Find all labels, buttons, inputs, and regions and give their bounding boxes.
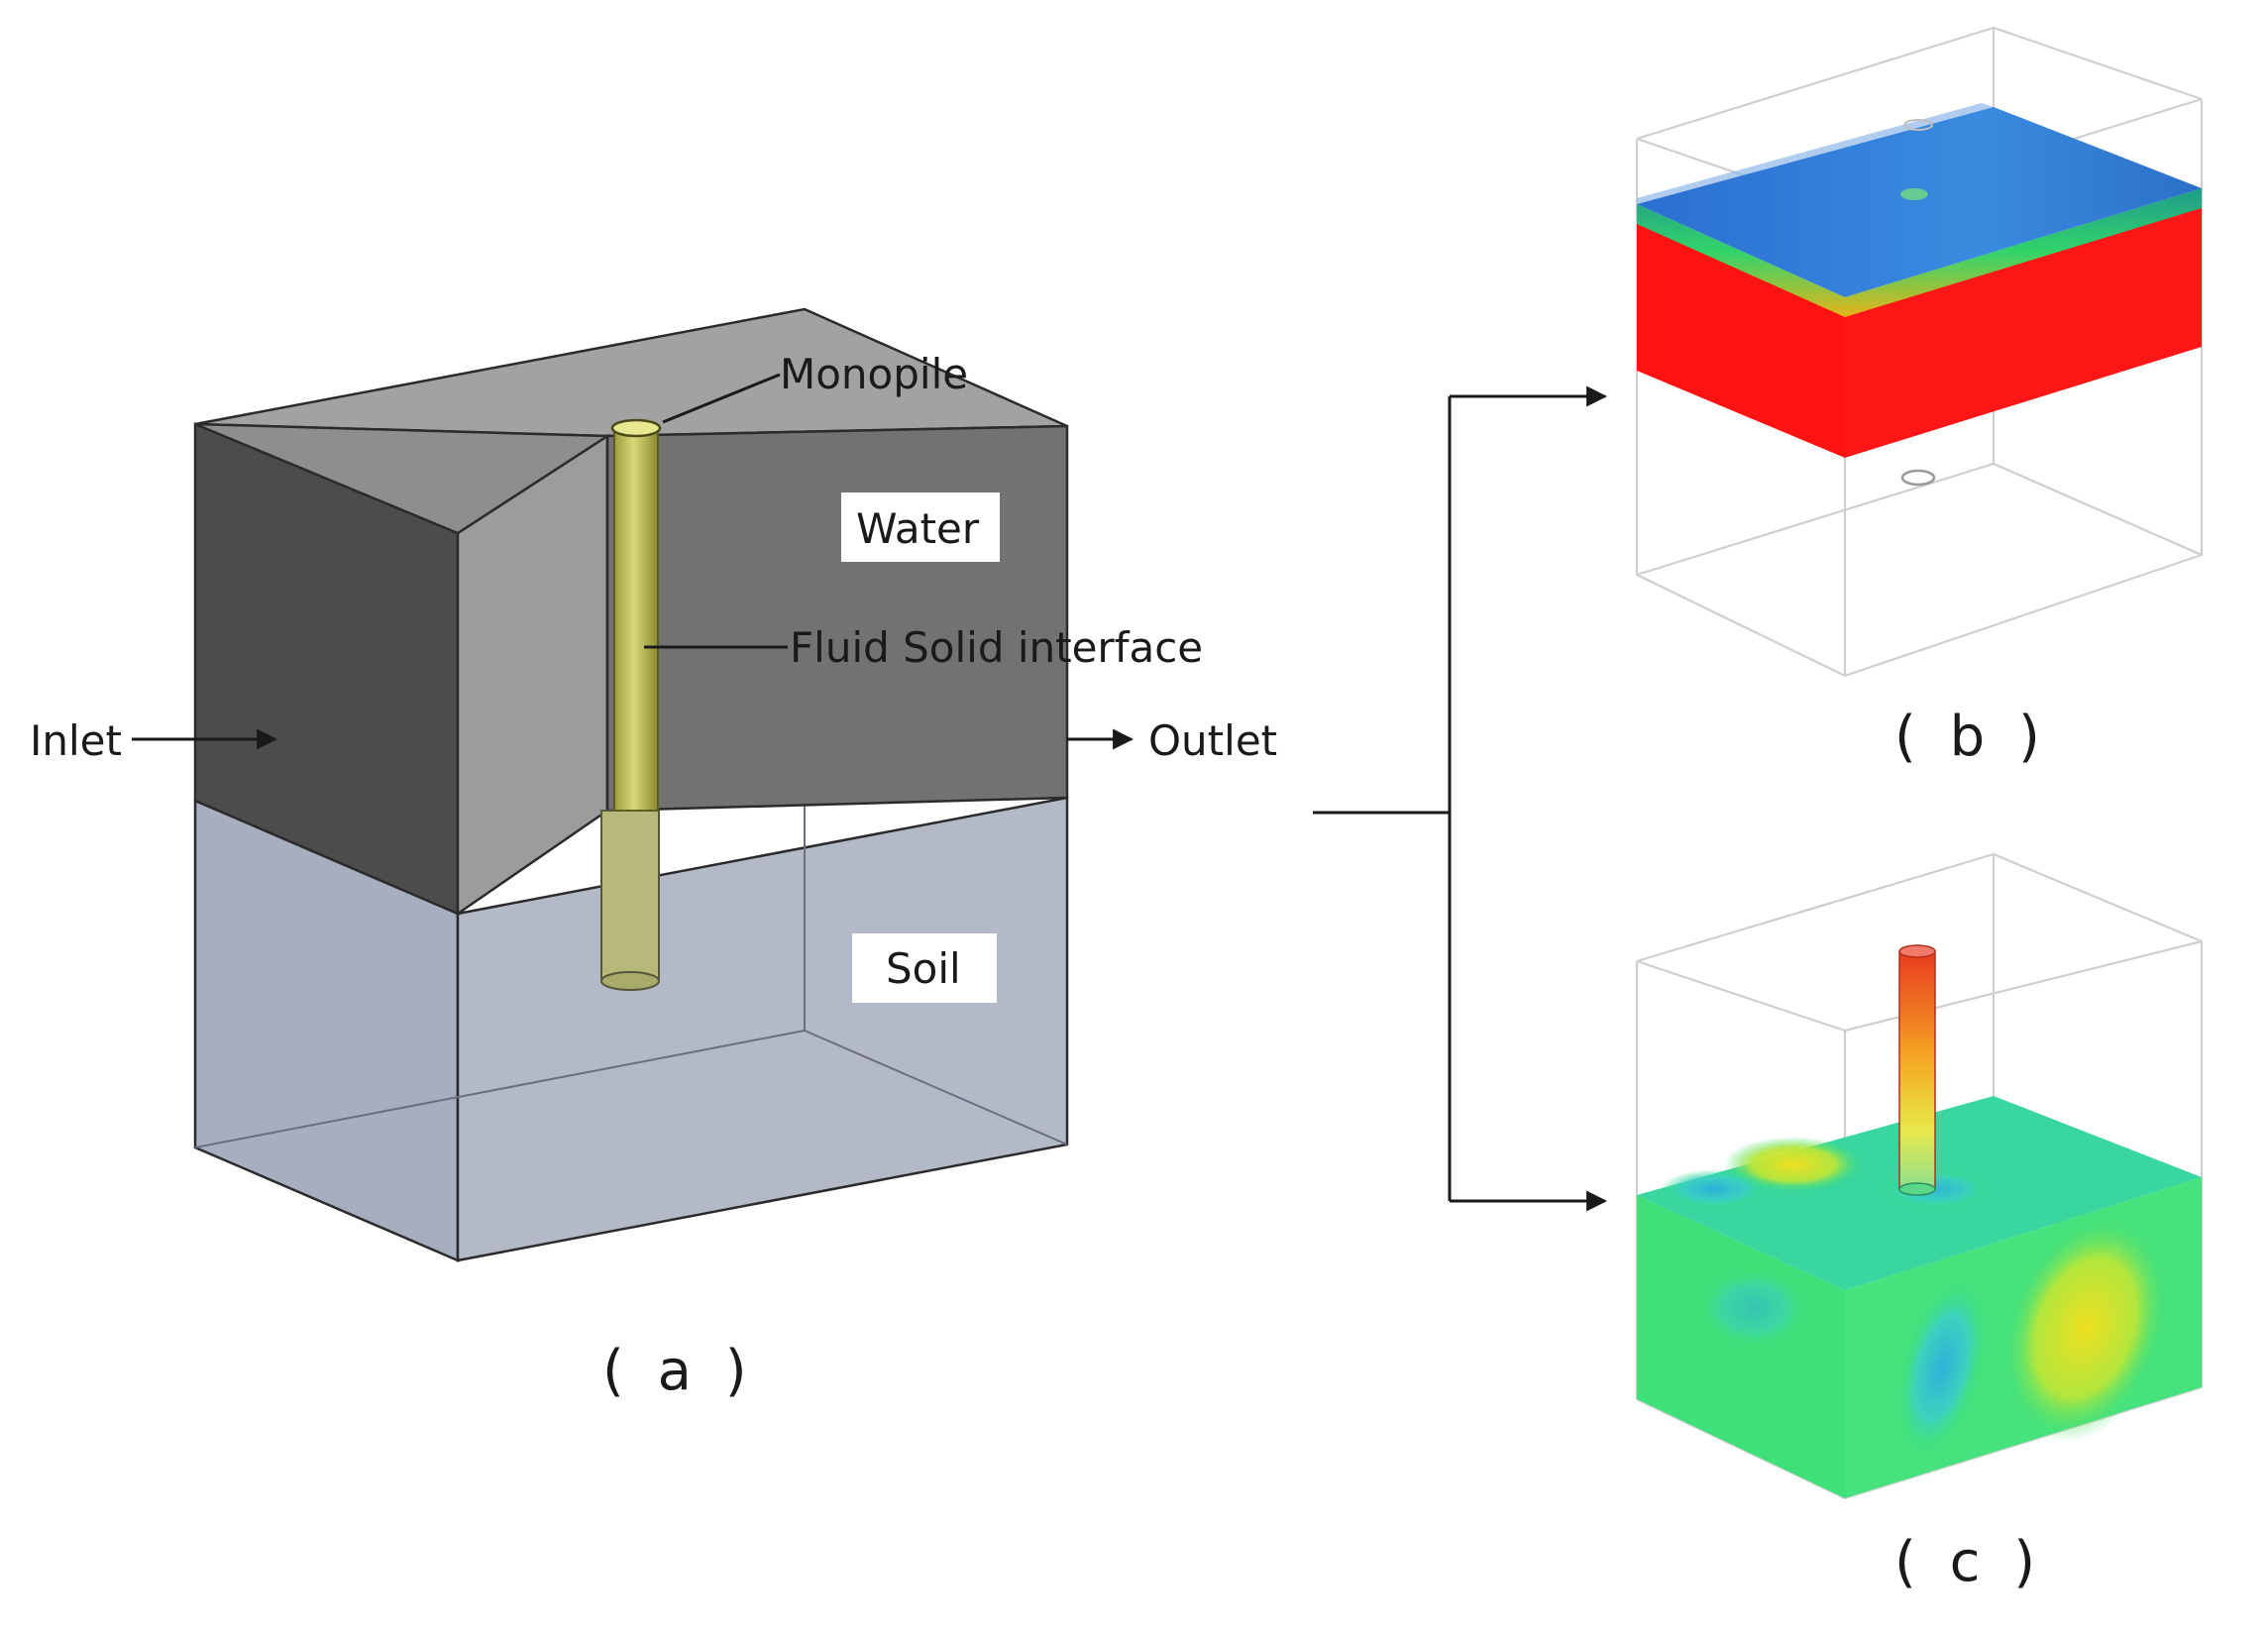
caption-b: ( b ) xyxy=(1894,705,2048,769)
water-transition-band xyxy=(1637,188,2202,317)
water-label: Water xyxy=(856,504,980,553)
monopile-water-segment xyxy=(613,427,659,812)
domain-model-a: Monopile Water Fluid Solid interface Inl… xyxy=(30,307,1277,1403)
fluid-solid-interface-label: Fluid Solid interface xyxy=(790,623,1203,672)
flow-field-c: ( c ) xyxy=(1635,852,2204,1594)
caption-c: ( c ) xyxy=(1894,1530,2043,1594)
flow-front-left xyxy=(1637,1195,1845,1498)
water-blue-top xyxy=(1637,107,2202,297)
soil-label: Soil xyxy=(886,944,961,993)
soil-front-right-face xyxy=(456,796,1069,1262)
water-red-front-right xyxy=(1845,206,2202,458)
water-red-front-left xyxy=(1637,220,1845,458)
monopile-label: Monopile xyxy=(780,350,968,398)
monopile-top xyxy=(610,418,662,438)
outlet-label: Outlet xyxy=(1148,716,1277,765)
monopile-c xyxy=(1898,944,1936,1196)
water-phase-field-b: ( b ) xyxy=(1635,26,2204,769)
monopile xyxy=(600,418,662,991)
water-right-face xyxy=(605,424,1069,813)
connector-bracket xyxy=(1313,385,1608,1212)
inlet-label: Inlet xyxy=(30,716,122,765)
water-top-left-face xyxy=(194,422,612,535)
monopile-soil-segment xyxy=(600,810,660,982)
caption-a: ( a ) xyxy=(602,1339,755,1403)
